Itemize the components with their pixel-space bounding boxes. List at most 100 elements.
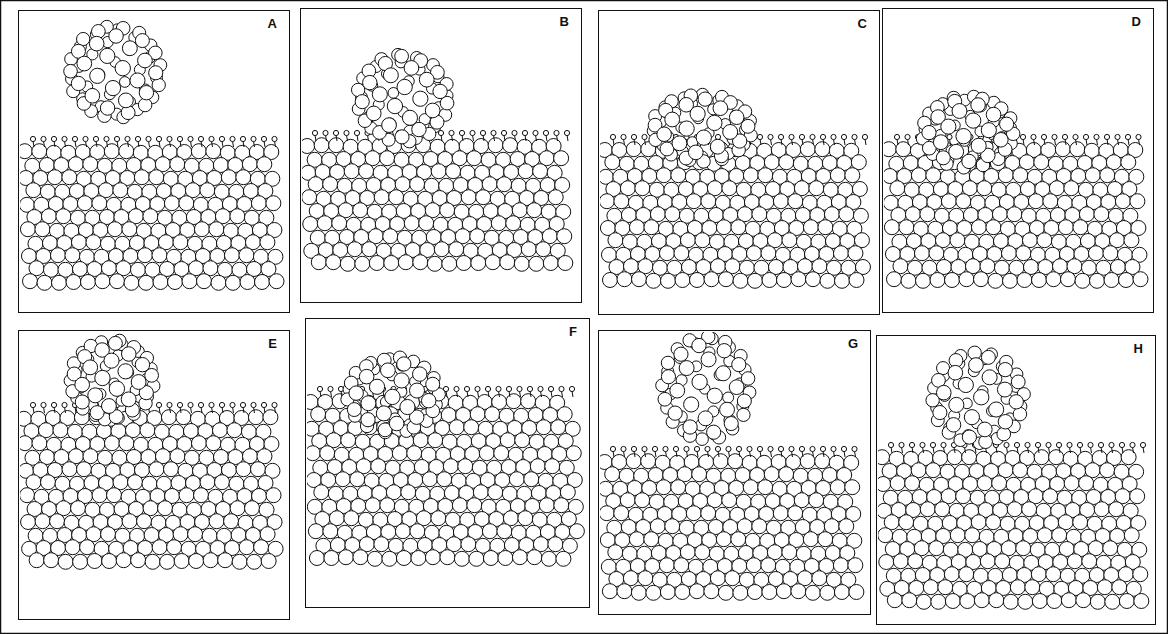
hydrogen-atom — [496, 386, 501, 391]
surface-atom — [340, 256, 355, 271]
surface-atom — [62, 462, 77, 477]
surface-atom — [1075, 273, 1090, 288]
surface-atom — [1037, 233, 1052, 248]
surface-atom — [101, 527, 116, 542]
surface-atom — [239, 540, 254, 555]
surface-atom — [440, 203, 455, 218]
surface-atom — [158, 501, 173, 516]
surface-atom — [548, 190, 563, 205]
surface-atom — [236, 462, 251, 477]
surface-atom — [359, 164, 374, 179]
surface-atom — [533, 164, 548, 179]
surface-atom — [554, 151, 569, 166]
hydrogen-atom — [41, 136, 46, 141]
hydrogen-atom — [1073, 134, 1078, 139]
surface-atom — [845, 480, 860, 495]
hydrogen-atom — [485, 386, 490, 391]
cluster-atom — [672, 136, 687, 151]
surface-atom — [1119, 273, 1134, 288]
surface-atom — [251, 462, 266, 477]
surface-atom — [461, 190, 476, 205]
cluster-atom — [88, 388, 103, 403]
surface-atom — [498, 551, 513, 566]
surface-atom — [539, 498, 554, 513]
surface-atom — [197, 274, 212, 289]
surface-atom — [23, 274, 38, 289]
surface-atom — [713, 454, 728, 469]
surface-atom — [788, 194, 803, 209]
hydrogen-atom — [198, 136, 203, 141]
surface-atom — [815, 142, 830, 157]
surface-atom — [389, 190, 404, 205]
surface-atom — [329, 138, 344, 153]
hydrogen-atom — [501, 130, 506, 135]
surface-atom — [998, 168, 1013, 183]
surface-atom — [131, 553, 146, 568]
surface-atom — [37, 275, 52, 290]
surface-atom — [149, 170, 164, 185]
surface-atom — [690, 273, 705, 288]
surface-atom — [1133, 272, 1148, 287]
surface-atom — [656, 480, 671, 495]
surface-atom — [369, 256, 384, 271]
surface-atom — [398, 255, 413, 270]
simulation-snapshot — [20, 20, 284, 290]
cluster-atom — [121, 392, 136, 407]
cluster-atom — [688, 145, 703, 160]
hydrogen-atom — [621, 134, 626, 139]
surface-atom — [102, 554, 117, 569]
surface-atom — [355, 256, 370, 271]
surface-atom — [58, 554, 73, 569]
surface-atom — [161, 410, 176, 425]
hydrogen-atom — [533, 130, 538, 135]
surface-atom — [323, 524, 338, 539]
hydrogen-atom — [778, 134, 783, 139]
surface-atom — [716, 532, 731, 547]
cluster-atom — [380, 363, 395, 378]
cluster-atom — [419, 72, 434, 87]
surface-atom — [467, 151, 482, 166]
surface-atom — [35, 514, 50, 529]
surface-atom — [374, 537, 389, 552]
cluster-atom — [966, 113, 981, 128]
surface-atom — [20, 222, 35, 237]
surface-atom — [722, 493, 737, 508]
cluster-atom — [75, 395, 89, 409]
surface-atom — [401, 485, 416, 500]
surface-atom — [257, 157, 272, 172]
surface-atom — [247, 554, 262, 569]
hydrogen-atom — [757, 134, 762, 139]
hydrogen-atom — [251, 136, 256, 141]
cluster-atom — [363, 75, 377, 89]
surface-atom — [211, 275, 226, 290]
cluster-atom — [118, 364, 133, 379]
surface-atom — [545, 459, 560, 474]
surface-atom — [1013, 168, 1028, 183]
cluster-atom — [372, 87, 387, 102]
surface-atom — [779, 155, 794, 170]
cluster-atom — [115, 60, 130, 75]
cluster-atom — [122, 41, 137, 56]
cluster-atom — [981, 123, 996, 138]
surface-atom — [422, 472, 437, 487]
surface-atom — [382, 551, 397, 566]
surface-atom — [911, 168, 926, 183]
surface-atom — [87, 554, 102, 569]
surface-atom — [449, 420, 464, 435]
surface-atom — [956, 194, 971, 209]
hydrogen-atom — [146, 136, 151, 141]
surface-atom — [1130, 194, 1145, 209]
cluster-atom — [376, 406, 391, 421]
surface-atom — [309, 551, 324, 566]
hydrogen-atom — [177, 136, 182, 141]
surface-atom — [194, 222, 209, 237]
hydrogen-atom — [1020, 134, 1025, 139]
surface-atom — [644, 220, 659, 235]
surface-atom — [145, 554, 160, 569]
hydrogen-atom — [41, 402, 46, 407]
surface-atom — [56, 209, 71, 224]
surface-atom — [629, 220, 644, 235]
surface-atom — [384, 256, 399, 271]
surface-atom — [203, 553, 218, 568]
surface-atom — [600, 194, 614, 209]
